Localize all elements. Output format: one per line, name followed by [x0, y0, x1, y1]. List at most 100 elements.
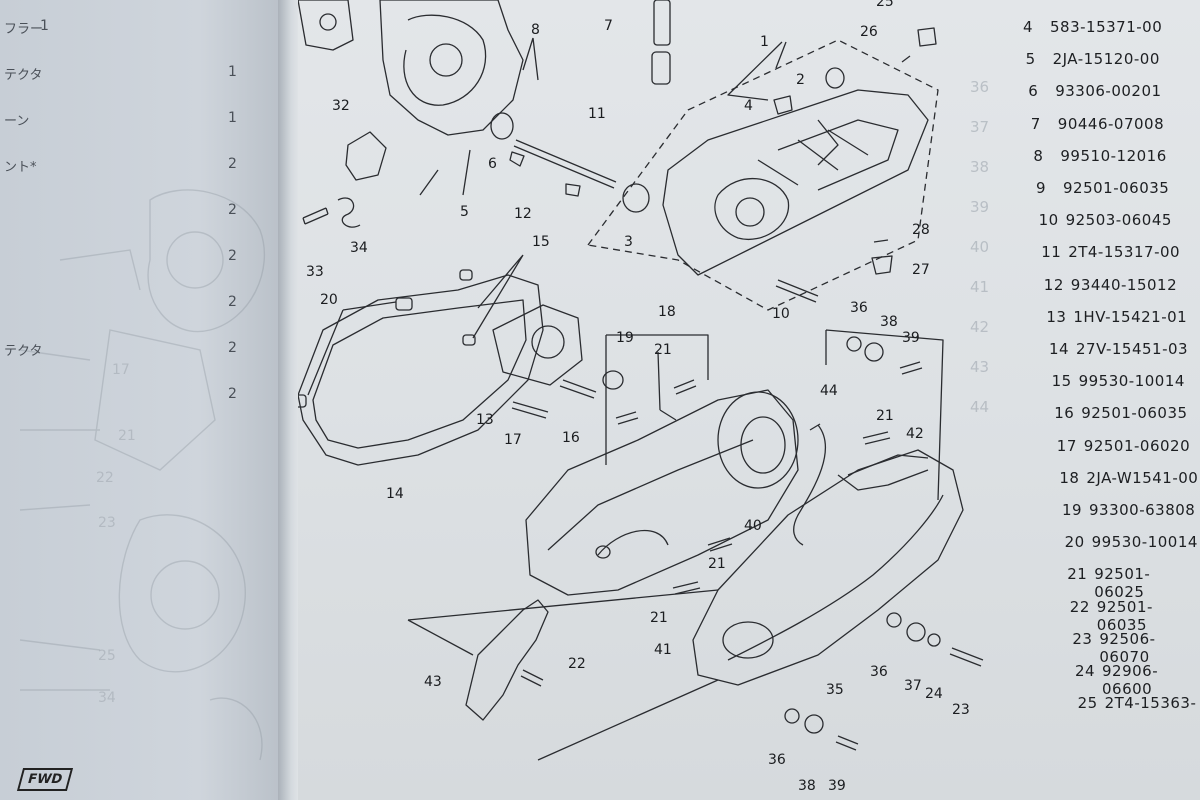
parts-list-part-number: 92501-06035	[1063, 179, 1170, 197]
bleed-through-number: 41	[970, 278, 990, 296]
left-page-callout: 23	[98, 515, 116, 531]
part-callout-label: 40	[744, 518, 762, 534]
parts-list-part-number: 2T4-15363-	[1104, 694, 1197, 713]
part-callout-label: 4	[744, 98, 753, 114]
left-page-row-text: テクタ	[4, 68, 43, 83]
parts-list-ref: 7	[1030, 114, 1041, 133]
parts-list-ref: 14	[1049, 340, 1070, 358]
bleed-through-number: 36	[970, 78, 990, 96]
part-callout-label: 34	[350, 240, 368, 256]
part-callout-label: 10	[772, 306, 790, 322]
parts-list-ref: 20	[1064, 533, 1085, 552]
left-crankcase-outline	[379, 0, 524, 136]
gasket-outline	[298, 274, 544, 466]
left-page-row-qty: 1	[228, 64, 237, 80]
parts-list-ref: 19	[1062, 501, 1083, 519]
parts-list-part-number: 2JA-15120-00	[1052, 50, 1160, 69]
left-page-row-qty: 2	[228, 340, 237, 356]
right-crankcase-outline	[662, 89, 929, 276]
left-page-row-text: フラー	[4, 22, 44, 37]
left-page-row-qty: 2	[228, 248, 237, 264]
part-callout-label: 18	[658, 304, 676, 320]
left-page-row-text: ント*	[4, 160, 37, 175]
parts-list-ref: 25	[1077, 694, 1098, 713]
part-callout-label: 12	[514, 206, 532, 222]
parts-list-ref: 16	[1054, 404, 1075, 423]
transmission-cover-outline	[692, 449, 964, 686]
bleed-through-number: 44	[970, 398, 990, 416]
left-page-ghost-diagram	[19, 189, 265, 761]
parts-list-ref: 12	[1043, 275, 1064, 294]
part-callout-label: 39	[828, 778, 846, 794]
crankcase-cover-outline	[525, 389, 799, 596]
parts-list-ref: 10	[1038, 211, 1059, 230]
part-callout-label: 19	[616, 330, 634, 346]
bleed-through-number: 43	[970, 358, 990, 376]
part-callout-label: 35	[826, 682, 844, 698]
parts-list-part-number: 92501-06035	[1081, 404, 1188, 423]
part-callout-label: 20	[320, 292, 338, 308]
part-callout-label: 6	[488, 156, 497, 172]
parts-list-part-number: 92501-06020	[1083, 436, 1191, 455]
crankcase-group-box	[587, 39, 939, 311]
part-callout-label: 42	[906, 426, 924, 442]
bleed-through-number: 40	[970, 238, 990, 256]
part-callout-label: 26	[860, 24, 878, 40]
parts-list-ref: 4	[1023, 18, 1034, 36]
parts-list-part-number: 99510-12016	[1060, 146, 1167, 165]
part-callout-label: 17	[504, 432, 522, 448]
parts-list-part-number: 2T4-15317-00	[1068, 243, 1181, 262]
part-callout-label: 39	[902, 330, 920, 346]
part-callout-label: 14	[386, 486, 404, 502]
parts-list-ref: 21	[1067, 565, 1088, 584]
parts-list-ref: 6	[1028, 82, 1039, 101]
parts-list-part-number: 92503-06045	[1065, 211, 1172, 230]
part-callout-label: 16	[562, 430, 580, 446]
part-callout-label: 1	[760, 34, 769, 50]
part-callout-label: 28	[912, 222, 930, 238]
parts-list-part-number: 2JA-W1541-00	[1086, 468, 1199, 487]
parts-list-ref: 24	[1075, 662, 1096, 680]
parts-list-ref: 9	[1036, 179, 1047, 197]
left-page-row-qty: 1	[228, 110, 237, 126]
forward-direction-arrow: FWD	[16, 768, 74, 791]
parts-list-ref: 17	[1056, 436, 1077, 455]
part-callout-label: 22	[568, 656, 586, 672]
part-callout-label: 21	[708, 556, 726, 572]
left-page-callout: 21	[118, 428, 136, 444]
part-callout-label: 7	[604, 18, 613, 34]
part-callout-label: 2	[796, 72, 805, 88]
part-callout-label: 11	[588, 106, 606, 122]
part-callout-label: 8	[531, 22, 540, 38]
part-callout-label: 21	[650, 610, 668, 626]
left-page-callout: 25	[98, 648, 116, 664]
parts-list-ref: 13	[1046, 307, 1067, 326]
parts-list-part-number: 92501-06025	[1094, 565, 1151, 602]
part-callout-label: 25	[876, 0, 894, 10]
parts-list-part-number: 27V-15451-03	[1076, 340, 1189, 358]
part-callout-label: 24	[925, 686, 943, 702]
part-callout-label: 38	[880, 314, 898, 330]
parts-list-part-number: 99530-10014	[1091, 533, 1198, 552]
bleed-through-number: 42	[970, 318, 990, 336]
left-page-row-qty: 2	[228, 386, 237, 402]
part-callout-label: 36	[870, 664, 888, 680]
left-page-callout: 17	[112, 362, 130, 378]
part-callout-label: 32	[332, 98, 350, 114]
parts-list-part-number: 92506-06070	[1099, 629, 1156, 666]
bleed-through-number: 39	[970, 198, 990, 216]
left-page-row-qty: 2	[228, 156, 237, 172]
parts-list-ref: 22	[1069, 597, 1090, 616]
part-callout-label: 27	[912, 262, 930, 278]
parts-list-part-number: 93440-15012	[1070, 275, 1178, 294]
part-callout-label: 21	[876, 408, 894, 424]
part-callout-label: 3	[624, 234, 633, 250]
parts-list-ref: 8	[1033, 146, 1044, 165]
parts-list-part-number: 583-15371-00	[1050, 18, 1163, 36]
left-page-row-qty: 1	[40, 18, 49, 34]
parts-list-ref: 11	[1041, 243, 1062, 262]
part-callout-label: 44	[820, 383, 838, 399]
bleed-through-number: 37	[970, 118, 990, 136]
left-page-row-qty: 2	[228, 202, 237, 218]
